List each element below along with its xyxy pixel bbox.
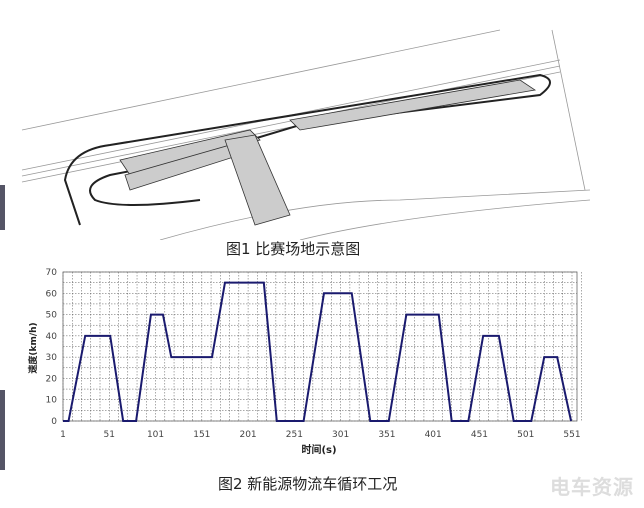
x-tick-label: 51 [104,430,115,440]
x-tick-label: 151 [193,430,210,440]
y-tick-label: 30 [46,353,58,363]
x-axis-label: 时间(s) [301,443,336,456]
y-tick-label: 0 [51,417,57,427]
plot-frame [62,271,578,422]
watermark: 电车资源 [550,475,634,499]
y-tick-label: 20 [46,374,58,384]
figure2-caption: 图2 新能源物流车循环工况 [218,475,398,493]
x-tick-label: 101 [147,430,164,440]
left-edge-strip [0,390,5,470]
y-tick-label: 60 [46,289,58,299]
x-tick-label: 251 [286,430,303,440]
x-tick-label: 401 [425,430,442,440]
site-map [21,29,591,240]
left-edge-strip [0,185,5,230]
y-tick-label: 50 [46,311,58,321]
y-tick-label: 70 [46,268,58,278]
x-tick-label: 1 [60,430,66,440]
figure1-caption: 图1 比赛场地示意图 [226,240,361,258]
x-tick-label: 201 [239,430,256,440]
x-tick-label: 301 [332,430,349,440]
y-tick-label: 10 [46,396,58,406]
y-axis-label: 速度(km/h) [27,322,39,373]
x-tick-label: 501 [517,430,534,440]
x-tick-label: 351 [378,430,395,440]
x-tick-label: 551 [563,430,580,440]
y-tick-label: 40 [46,332,58,342]
speed-series-line [63,281,573,422]
x-tick-label: 451 [471,430,488,440]
